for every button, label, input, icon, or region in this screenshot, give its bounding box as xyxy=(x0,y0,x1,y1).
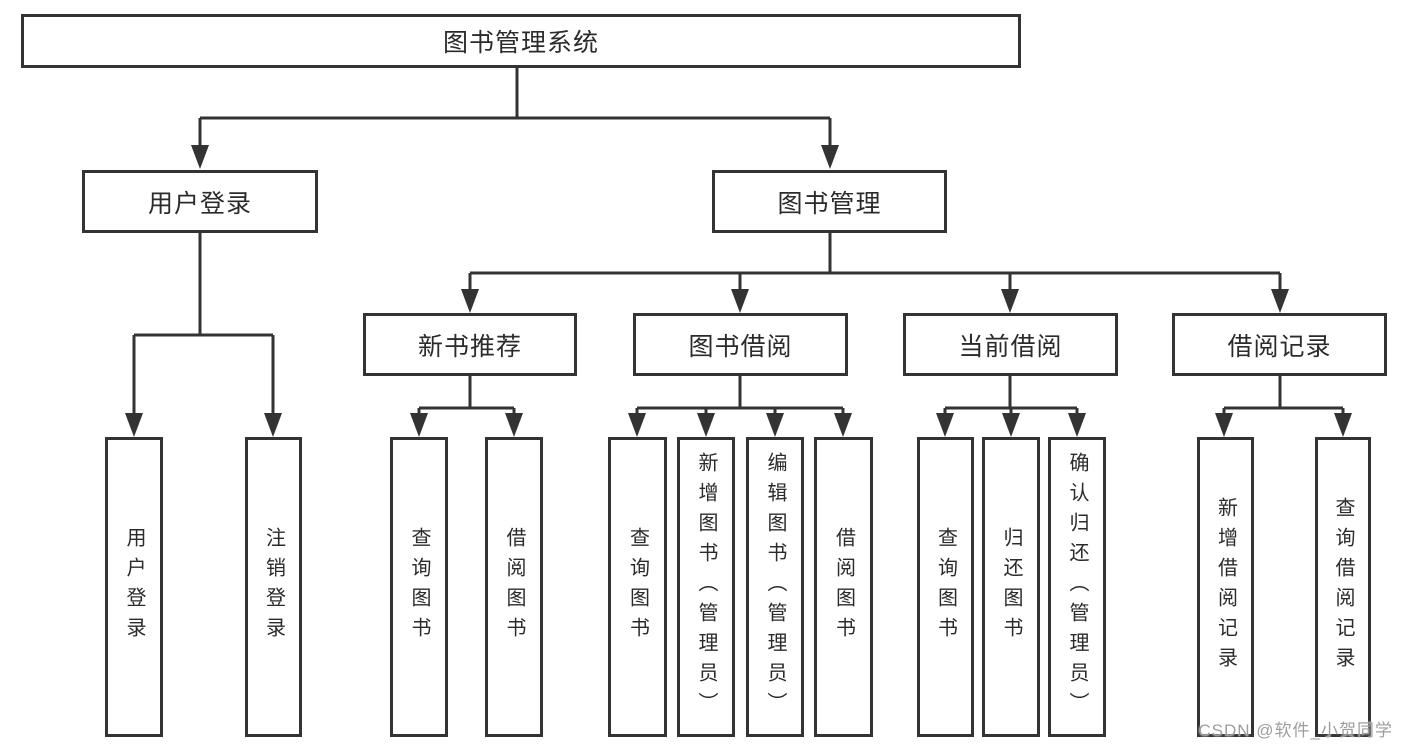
node-bb-edit-books-admin: 编辑图书（管理员） xyxy=(746,437,804,737)
node-label: 借阅记录 xyxy=(1227,332,1332,361)
node-label: 借阅图书 xyxy=(503,527,525,647)
node-label: 用户登录 xyxy=(147,189,252,218)
node-user-login-leaf: 用户登录 xyxy=(105,437,163,737)
node-bb-query-books: 查询图书 xyxy=(608,437,667,737)
node-label: 新增借阅记录 xyxy=(1214,497,1237,677)
node-bb-borrow-books: 借阅图书 xyxy=(814,437,873,737)
node-cb-confirm-return-admin: 确认归还（管理员） xyxy=(1048,437,1106,737)
node-label: 当前借阅 xyxy=(958,332,1063,361)
node-logout: 注销登录 xyxy=(245,437,302,737)
node-label: 查询图书 xyxy=(934,527,957,647)
node-label: 图书借阅 xyxy=(688,332,793,361)
node-book-borrowing: 图书借阅 xyxy=(633,313,848,376)
node-label: 借阅图书 xyxy=(832,527,855,647)
node-rec-query-books: 查询图书 xyxy=(390,437,448,737)
node-cb-query-books: 查询图书 xyxy=(917,437,974,737)
node-label: 新书推荐 xyxy=(417,332,522,361)
node-label: 归还图书 xyxy=(1000,527,1022,647)
node-book-management: 图书管理 xyxy=(712,170,947,233)
node-label: 查询借阅记录 xyxy=(1332,497,1354,677)
node-label: 查询图书 xyxy=(408,527,430,647)
node-br-add-record: 新增借阅记录 xyxy=(1197,437,1254,737)
node-label: 图书管理系统 xyxy=(442,29,599,57)
node-label: 查询图书 xyxy=(626,527,649,647)
node-current-borrowing: 当前借阅 xyxy=(903,313,1118,376)
node-label: 编辑图书（管理员） xyxy=(764,452,786,722)
node-label: 图书管理 xyxy=(777,189,882,218)
node-user-login: 用户登录 xyxy=(82,170,318,233)
node-new-book-recommendation: 新书推荐 xyxy=(363,313,577,376)
node-label: 新增图书（管理员） xyxy=(695,452,717,722)
node-label: 用户登录 xyxy=(123,527,145,647)
node-br-query-record: 查询借阅记录 xyxy=(1315,437,1371,737)
node-label: 注销登录 xyxy=(262,527,285,647)
watermark: CSDN @软件_小贺同学 xyxy=(1198,721,1393,740)
node-bb-add-books-admin: 新增图书（管理员） xyxy=(677,437,735,737)
node-label: 确认归还（管理员） xyxy=(1066,452,1088,722)
node-rec-borrow-books: 借阅图书 xyxy=(485,437,543,737)
arrowheads xyxy=(125,145,1352,437)
node-borrowing-records: 借阅记录 xyxy=(1172,313,1387,376)
node-cb-return-books: 归还图书 xyxy=(982,437,1040,737)
node-library-management-system: 图书管理系统 xyxy=(21,14,1021,68)
